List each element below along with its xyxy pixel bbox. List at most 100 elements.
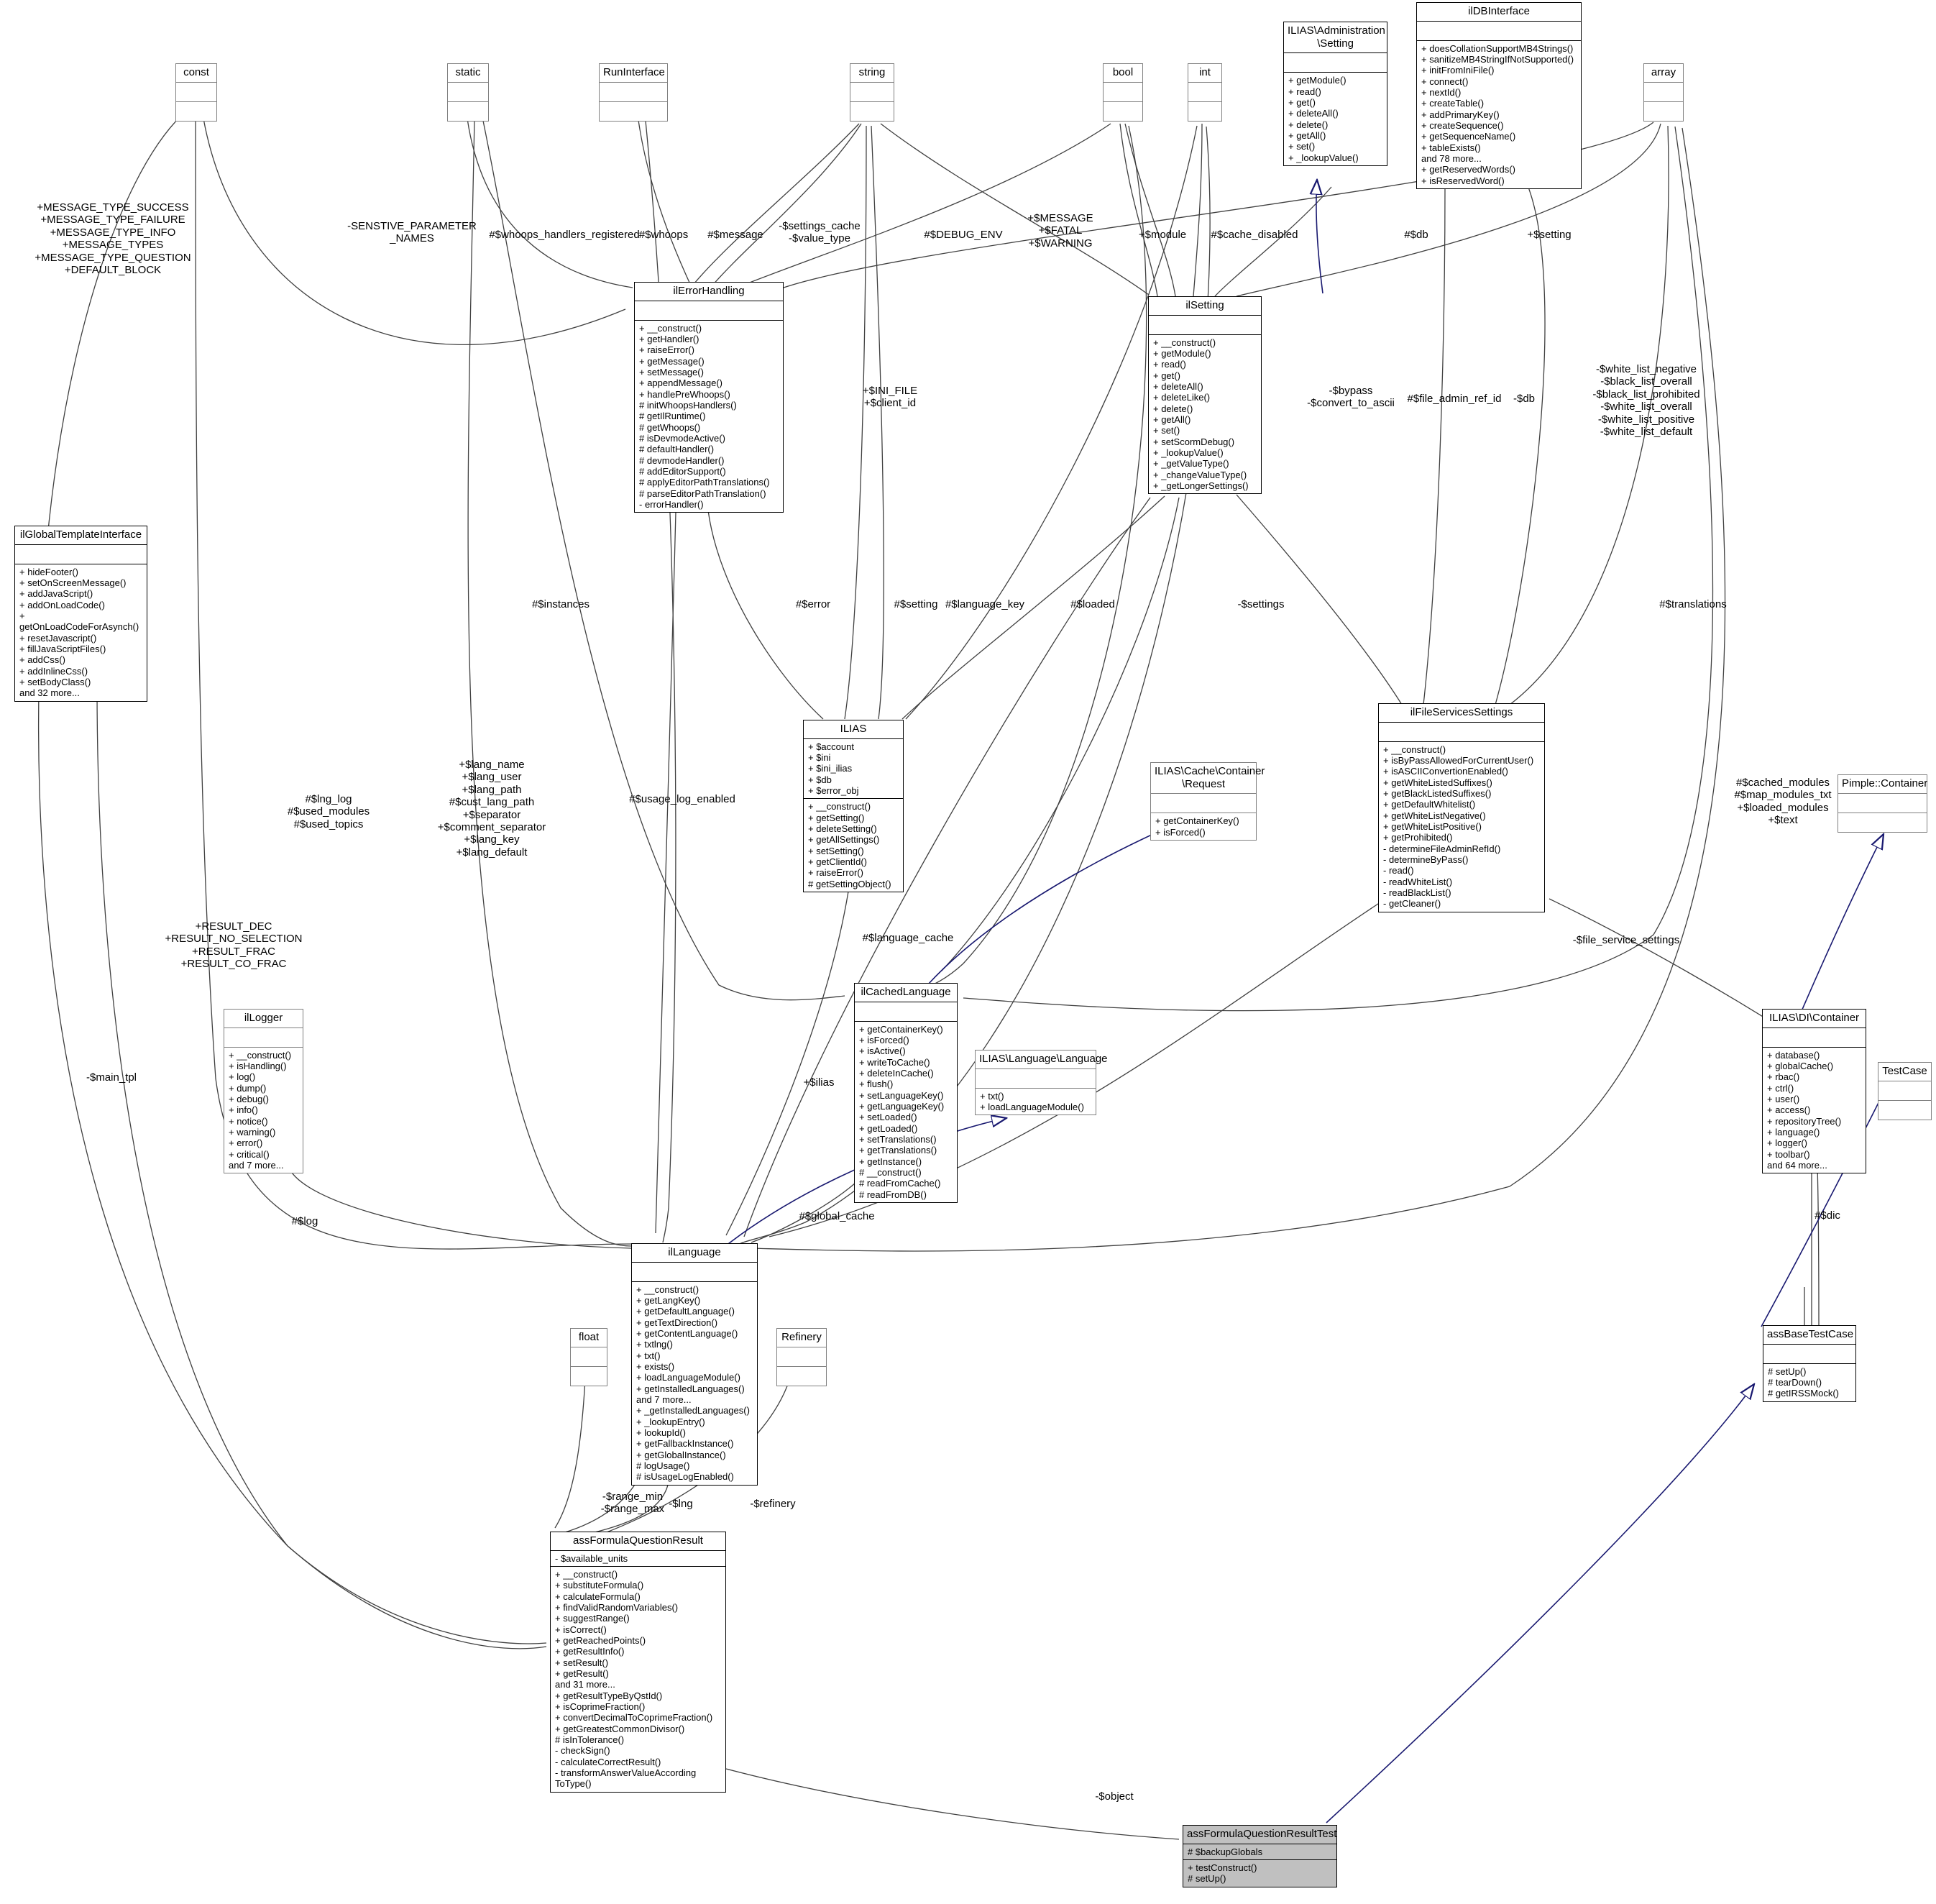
class-title: string [858, 66, 886, 78]
edge-label-result-consts: +RESULT_DEC +RESULT_NO_SELECTION +RESULT… [165, 920, 303, 971]
class-title: ilLogger [244, 1012, 283, 1024]
class-box-ilsetting[interactable]: ilSetting + __construct() + getModule() … [1148, 296, 1262, 495]
class-methods [600, 101, 667, 121]
class-attributes [1284, 52, 1387, 72]
class-title: assFormulaQuestionResultTest [1187, 1828, 1337, 1840]
class-title: ILIAS\Cache\Container \Request [1155, 765, 1265, 790]
class-attributes [600, 81, 667, 101]
class-attributes [855, 1001, 957, 1021]
edge-label-lng-log-used: #$lng_log #$used_modules #$used_topics [287, 793, 370, 830]
edge-label-translations: #$translations [1659, 598, 1727, 610]
class-methods: + __construct() + getLangKey() + getDefa… [632, 1281, 757, 1485]
class-attributes [1149, 314, 1261, 334]
class-methods: + getContainerKey() + isForced() + isAct… [855, 1020, 957, 1202]
class-attributes [1379, 721, 1544, 741]
edge-label-usage-log-enabled: #$usage_log_enabled [629, 793, 735, 805]
class-methods: + __construct() + isHandling() + log() +… [224, 1046, 303, 1173]
class-box-runinterface[interactable]: RunInterface [599, 63, 668, 122]
class-box-bool[interactable]: bool [1103, 63, 1143, 122]
edge-label-lng: -$lng [669, 1498, 693, 1510]
edge-label-cached-modules: #$cached_modules #$map_modules_txt +$loa… [1734, 777, 1832, 827]
class-attributes [224, 1027, 303, 1047]
class-box-ilias-administration-setting[interactable]: ILIAS\Administration \Setting + getModul… [1283, 22, 1387, 166]
class-methods: + doesCollationSupportMB4Strings() + san… [1417, 40, 1581, 188]
edge-label-whoops: #$whoops [638, 229, 689, 241]
edge-label-message-fatal-warning: +$MESSAGE +$FATAL +$WARNING [1027, 212, 1093, 250]
class-title: ILIAS\Language\Language [979, 1053, 1108, 1065]
class-methods [1188, 101, 1221, 121]
class-attributes: - $available_units [551, 1550, 725, 1566]
class-box-ilias-di-container[interactable]: ILIAS\DI\Container + database() + global… [1762, 1009, 1866, 1174]
edge-label-error: #$error [795, 598, 831, 610]
class-attributes [1104, 81, 1142, 101]
class-title: ilCachedLanguage [861, 986, 951, 998]
edge-label-dic: #$dic [1815, 1209, 1840, 1222]
class-box-static[interactable]: static [447, 63, 489, 122]
class-box-ilcachedlanguage[interactable]: ilCachedLanguage + getContainerKey() + i… [854, 983, 958, 1203]
class-attributes [1151, 793, 1256, 813]
class-box-const[interactable]: const [175, 63, 217, 122]
class-box-assformulaquestionresult[interactable]: assFormulaQuestionResult - $available_un… [550, 1532, 726, 1793]
class-title: Refinery [781, 1331, 822, 1343]
class-methods: + database() + globalCache() + rbac() + … [1763, 1046, 1866, 1173]
class-title: ilGlobalTemplateInterface [19, 528, 142, 541]
class-box-int[interactable]: int [1188, 63, 1222, 122]
class-box-ilias-language-language[interactable]: ILIAS\Language\Language + txt() + loadLa… [975, 1050, 1108, 1116]
class-methods: + testConstruct() # setUp() [1183, 1859, 1336, 1887]
class-title: const [183, 66, 209, 78]
edge-label-msg-consts: +MESSAGE_TYPE_SUCCESS +MESSAGE_TYPE_FAIL… [35, 201, 191, 276]
class-box-array[interactable]: array [1643, 63, 1684, 122]
class-title: ILIAS\Administration \Setting [1288, 24, 1385, 50]
edge-label-db-top: #$db [1404, 229, 1428, 241]
class-methods: + __construct() + getSetting() + deleteS… [804, 798, 903, 892]
class-title: ilSetting [1185, 299, 1224, 311]
class-attributes [571, 1346, 607, 1366]
class-title: ilErrorHandling [673, 285, 745, 297]
class-box-ilglobaltemplateinterface[interactable]: ilGlobalTemplateInterface + hideFooter()… [14, 526, 147, 702]
class-box-ildbinterface[interactable]: ilDBInterface + doesCollationSupportMB4S… [1416, 2, 1582, 189]
class-attributes [1644, 81, 1683, 101]
edge-label-file-service-settings: -$file_service_settings [1572, 934, 1680, 946]
edge-label-module: +$module [1138, 229, 1187, 241]
class-box-refinery[interactable]: Refinery [776, 1328, 827, 1386]
edge-label-refinery: -$refinery [750, 1498, 796, 1510]
class-attributes [1838, 792, 1927, 813]
class-title: int [1199, 66, 1211, 78]
edge-label-file-admin-ref-id: #$file_admin_ref_id [1407, 393, 1502, 405]
class-box-string[interactable]: string [850, 63, 894, 122]
class-attributes [632, 1261, 757, 1281]
class-title: RunInterface [603, 66, 665, 78]
class-box-float[interactable]: float [570, 1328, 607, 1386]
edge-label-lang-fields: +$lang_name +$lang_user +$lang_path #$cu… [437, 759, 546, 859]
class-methods [1838, 812, 1927, 832]
class-methods [777, 1365, 826, 1386]
edge-label-settings: -$settings [1237, 598, 1285, 610]
class-box-assbasetestcase[interactable]: assBaseTestCase # setUp() # tearDown() #… [1763, 1325, 1856, 1402]
class-box-illanguage[interactable]: ilLanguage + __construct() + getLangKey(… [631, 1243, 758, 1486]
class-box-illogger[interactable]: ilLogger + __construct() + isHandling() … [224, 1009, 303, 1174]
class-methods [850, 101, 894, 121]
class-box-pimple-container[interactable]: Pimple::Container [1838, 774, 1927, 833]
class-attributes [176, 81, 216, 101]
edge-label-object: -$object [1095, 1790, 1134, 1803]
class-box-ilias[interactable]: ILIAS + $account + $ini + $ini_ilias + $… [803, 720, 904, 892]
class-attributes [976, 1068, 1096, 1088]
class-box-assformulaquestionresulttest[interactable]: assFormulaQuestionResultTest # $backupGl… [1183, 1825, 1337, 1887]
class-methods: + hideFooter() + setOnScreenMessage() + … [15, 563, 147, 701]
edge-label-main-tpl: -$main_tpl [86, 1071, 137, 1084]
class-methods: + __construct() + isByPassAllowedForCurr… [1379, 741, 1544, 912]
edge-label-bypass-convert: -$bypass -$convert_to_ascii [1307, 385, 1395, 410]
class-methods: + __construct() + getModule() + read() +… [1149, 334, 1261, 494]
class-methods [1104, 101, 1142, 121]
class-box-ilfileservicessettings[interactable]: ilFileServicesSettings + __construct() +… [1378, 703, 1545, 912]
class-methods [176, 101, 216, 121]
class-methods [571, 1365, 607, 1386]
class-attributes [15, 544, 147, 564]
class-box-ilias-cache-container-request[interactable]: ILIAS\Cache\Container \Request + getCont… [1150, 762, 1265, 841]
class-title: Pimple::Container [1842, 777, 1928, 789]
class-methods: + getModule() + read() + get() + deleteA… [1284, 72, 1387, 165]
class-box-ilerrorhandling[interactable]: ilErrorHandling + __construct() + getHan… [634, 282, 784, 513]
class-title: ILIAS\DI\Container [1768, 1012, 1860, 1024]
edge-label-language-cache: #$language_cache [862, 932, 954, 944]
class-box-testcase[interactable]: TestCase [1878, 1062, 1932, 1120]
